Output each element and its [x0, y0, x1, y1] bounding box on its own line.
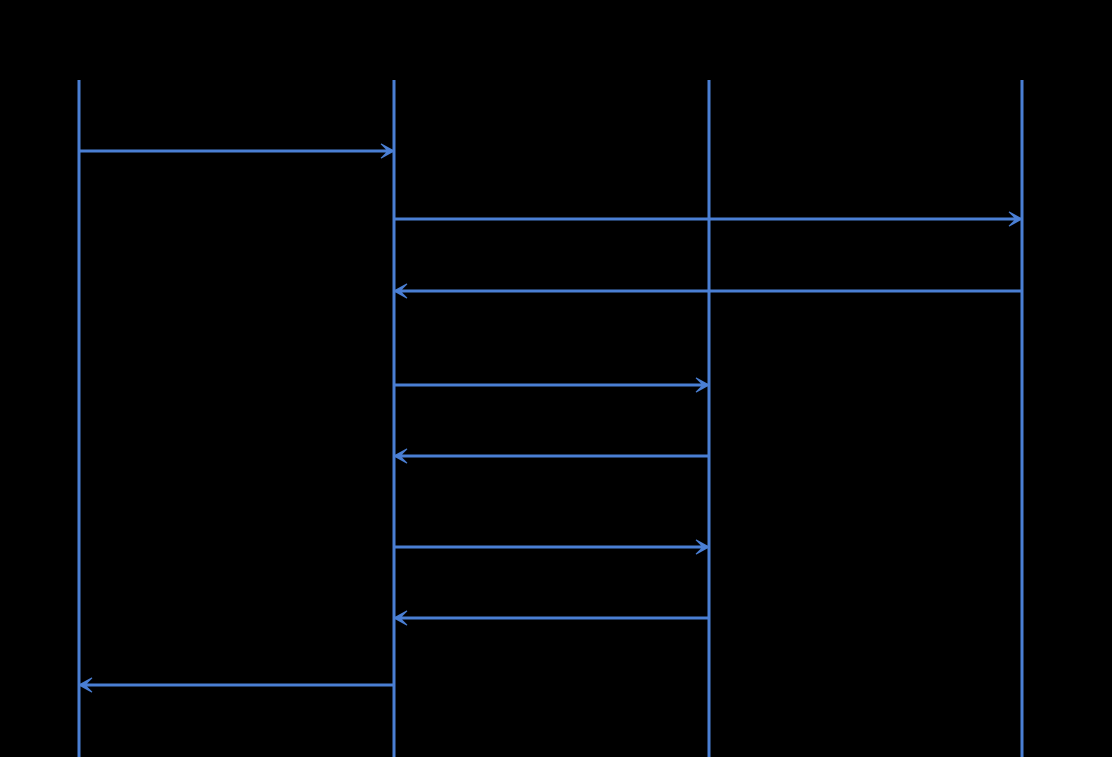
arrow-head-right	[695, 539, 711, 555]
arrow-head-left	[392, 283, 408, 299]
arrow-head-right	[380, 143, 396, 159]
message-arrow-4	[394, 377, 711, 393]
message-arrow-8	[77, 677, 394, 693]
message-arrow-6	[394, 539, 711, 555]
message-arrow-1	[79, 143, 396, 159]
arrow-head-left	[77, 677, 93, 693]
message-arrow-7	[392, 610, 709, 626]
arrow-head-left	[392, 610, 408, 626]
message-arrow-5	[392, 448, 709, 464]
arrow-head-left	[392, 448, 408, 464]
arrow-head-right	[1008, 211, 1024, 227]
message-arrow-2	[394, 211, 1024, 227]
message-arrow-3	[392, 283, 1022, 299]
lifelines-group	[77, 80, 1024, 757]
arrow-head-right	[695, 377, 711, 393]
messages-group	[77, 143, 1024, 693]
